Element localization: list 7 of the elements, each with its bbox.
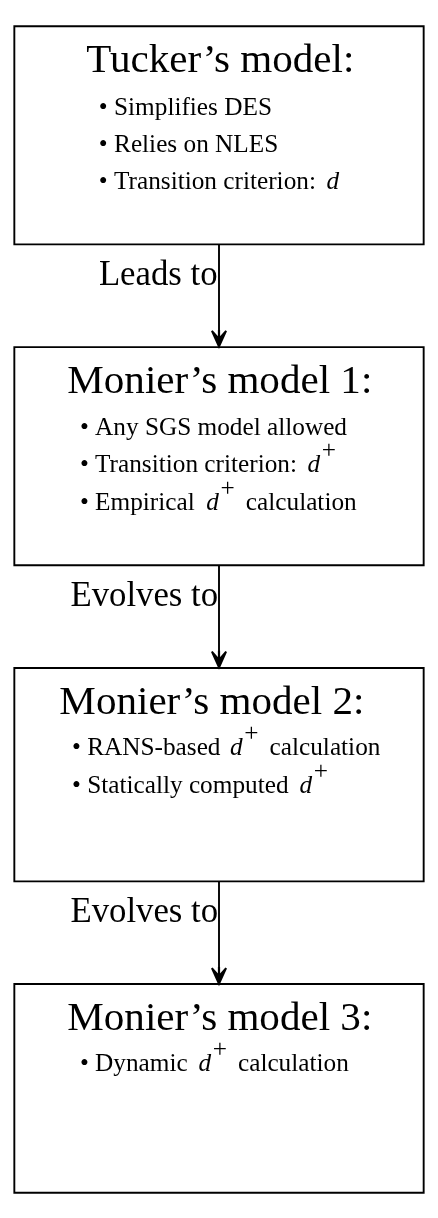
arrow [210,879,228,985]
edge-label: Evolves to [70,574,219,614]
edge-label: Leads to [98,253,218,293]
node-box: Tucker’s model: • Simplifies DES • Relies on NLES • Transition criterion: d [13,24,425,245]
arrow [210,243,228,348]
edge-label: Evolves to [70,890,219,930]
arrow [210,563,228,668]
